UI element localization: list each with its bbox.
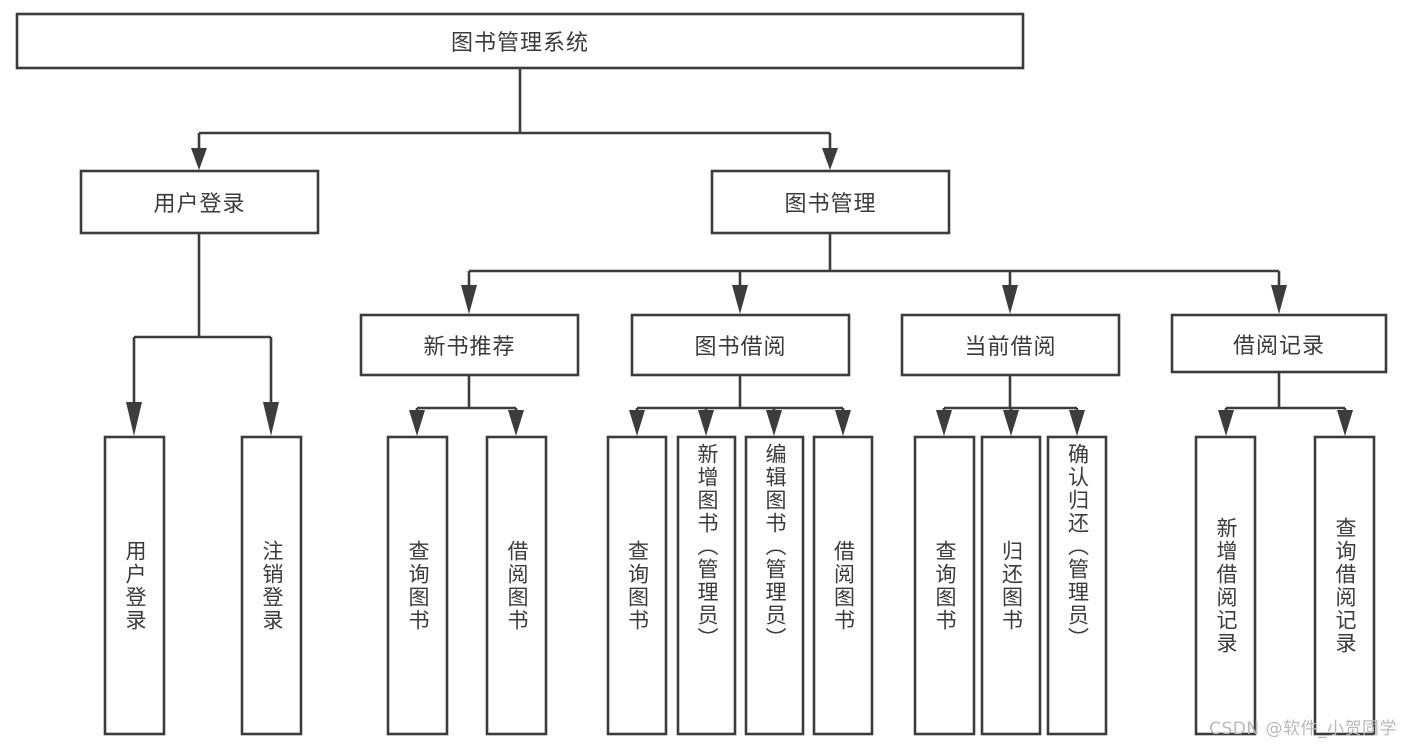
arrowhead-bm-to-book-borrow xyxy=(732,285,748,314)
node-box-user-login[interactable] xyxy=(79,169,320,235)
connector-group-book-manage xyxy=(461,233,1287,314)
node-box-leaf-add-book[interactable] xyxy=(676,435,737,736)
connector-group-borrow-record xyxy=(1218,372,1353,436)
node-box-leaf-edit-book[interactable] xyxy=(744,435,805,736)
node-box-leaf-query-book-2[interactable] xyxy=(606,435,668,736)
arrowhead-br-to-leaf-1 xyxy=(1218,410,1234,436)
arrowhead-bm-to-borrow-record xyxy=(1271,285,1287,314)
arrowhead-nbr-to-leaf-2 xyxy=(508,410,524,436)
arrowhead-bb-to-leaf-4 xyxy=(835,410,851,436)
arrowhead-bb-to-leaf-2 xyxy=(698,410,714,436)
arrowhead-cb-to-leaf-1 xyxy=(936,410,952,436)
node-box-leaf-query-record[interactable] xyxy=(1313,435,1376,736)
node-box-leaf-query-book-3[interactable] xyxy=(913,435,976,736)
arrowhead-bm-to-new-book xyxy=(461,285,477,314)
node-box-leaf-user-login[interactable] xyxy=(103,435,166,736)
node-box-leaf-add-record[interactable] xyxy=(1194,435,1257,736)
node-box-leaf-query-book-1[interactable] xyxy=(386,435,449,736)
connector-group-user-login xyxy=(126,233,279,436)
arrowhead-cb-to-leaf-3 xyxy=(1069,410,1085,436)
connector-group-book-borrow xyxy=(629,375,851,436)
node-box-book-manage[interactable] xyxy=(710,169,951,235)
connector-group-new-book-recommend xyxy=(409,375,524,436)
arrowhead-root-to-book-manage xyxy=(822,148,838,170)
arrowhead-cb-to-leaf-2 xyxy=(1003,410,1019,436)
arrowhead-nbr-to-leaf-1 xyxy=(409,410,425,436)
arrowhead-root-to-user-login xyxy=(191,148,207,170)
arrowhead-bm-to-current-borrow xyxy=(1002,285,1018,314)
node-box-leaf-borrow-book-2[interactable] xyxy=(812,435,874,736)
connector-group-current-borrow xyxy=(936,375,1085,436)
node-box-new-book-recommend[interactable] xyxy=(359,313,580,377)
arrowhead-user-login-to-leaf-2 xyxy=(263,402,279,436)
node-box-borrow-record[interactable] xyxy=(1170,313,1388,374)
node-box-root[interactable] xyxy=(15,12,1025,70)
node-box-leaf-confirm-return[interactable] xyxy=(1046,435,1108,736)
node-box-leaf-return-book[interactable] xyxy=(980,435,1042,736)
node-box-current-borrow[interactable] xyxy=(900,313,1121,377)
arrowhead-br-to-leaf-2 xyxy=(1337,410,1353,436)
node-box-leaf-borrow-book-1[interactable] xyxy=(485,435,548,736)
arrowhead-bb-to-leaf-3 xyxy=(766,410,782,436)
arrowhead-user-login-to-leaf-1 xyxy=(126,402,142,436)
connector-group-root xyxy=(191,68,838,170)
node-box-book-borrow[interactable] xyxy=(630,313,851,377)
arrowhead-bb-to-leaf-1 xyxy=(629,410,645,436)
node-box-leaf-logout[interactable] xyxy=(240,435,303,736)
